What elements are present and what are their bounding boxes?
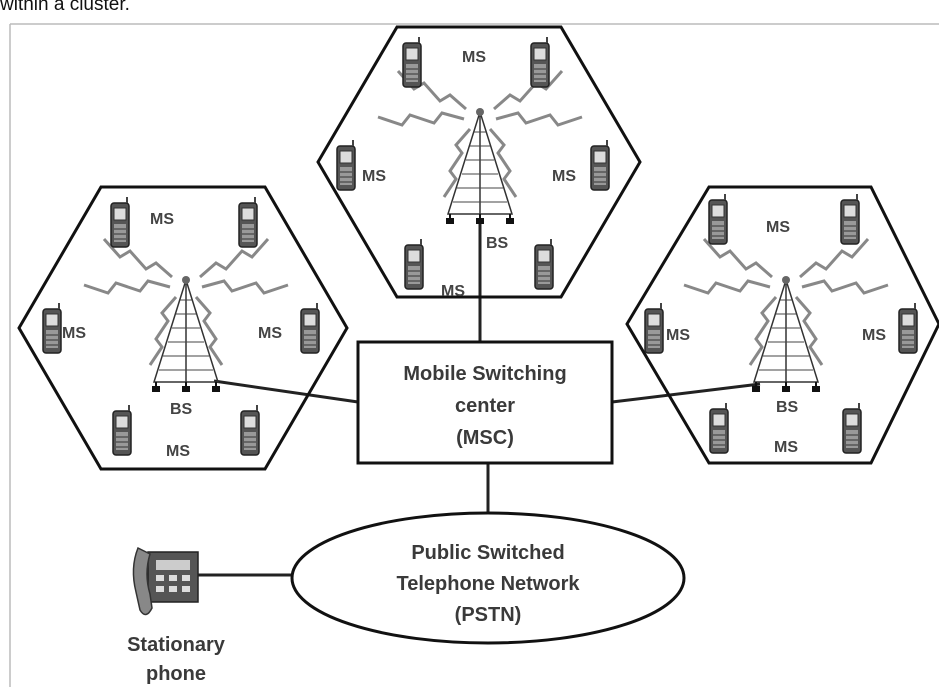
ms-label: MS [766, 219, 790, 236]
mobile-phone-icon [300, 302, 320, 354]
msc-label-line1: Mobile Switching [403, 363, 566, 385]
ms-label: MS [552, 168, 576, 185]
stationary-phone-label-line1: Stationary [127, 634, 226, 656]
ms-label: MS [441, 283, 465, 300]
mobile-phone-icon [530, 36, 550, 88]
tower-icon [151, 275, 221, 393]
stationary-phone: Stationary phone [127, 546, 226, 685]
mobile-phone-icon [112, 404, 132, 456]
left-bs-msc-link [213, 379, 359, 404]
hexagon-cell-center [316, 25, 642, 299]
bs-label: BS [776, 399, 799, 416]
ms-label: MS [362, 168, 386, 185]
mobile-phone-icon [42, 302, 62, 354]
mobile-phone-icon [402, 36, 422, 88]
mobile-phone-icon [708, 193, 728, 245]
ms-label: MS [462, 49, 486, 66]
ms-label: MS [862, 327, 886, 344]
ms-label: MS [258, 325, 282, 342]
ms-label: MS [166, 443, 190, 460]
msc-label-line2: center [455, 395, 515, 417]
bs-label: BS [170, 401, 193, 418]
mobile-phone-icon [240, 404, 260, 456]
hexagon-cell-right [625, 185, 939, 465]
mobile-phone-icon [534, 238, 554, 290]
msc-label-line3: (MSC) [456, 427, 514, 449]
tower-icon [751, 275, 821, 393]
stationary-phone-label-line2: phone [146, 663, 206, 685]
mobile-phone-icon [590, 139, 610, 191]
pstn-node: Public Switched Telephone Network (PSTN) [290, 511, 686, 645]
mobile-phone-icon [110, 196, 130, 248]
mobile-phone-icon [644, 302, 664, 354]
pstn-label-line1: Public Switched [411, 542, 564, 564]
mobile-phone-icon [709, 402, 729, 454]
caption: within a cluster. [0, 0, 130, 15]
pstn-label-line3: (PSTN) [455, 604, 522, 626]
cell-left: MS MS MS MS BS [17, 185, 349, 471]
bs-label: BS [486, 235, 509, 252]
cell-right: MS MS MS MS BS [625, 185, 939, 465]
ms-label: MS [774, 439, 798, 456]
pstn-label-line2: Telephone Network [397, 573, 581, 595]
cell-center: MS MS MS MS BS [316, 25, 642, 300]
desk-phone-icon [132, 546, 199, 616]
tower-icon [445, 107, 515, 225]
right-bs-msc-link [611, 382, 761, 404]
mobile-phone-icon [840, 193, 860, 245]
ms-label: MS [62, 325, 86, 342]
pstn-ellipse [290, 511, 686, 645]
mobile-phone-icon [238, 196, 258, 248]
ms-label: MS [666, 327, 690, 344]
hexagon-cell-left [17, 185, 349, 471]
msc-box [356, 340, 614, 465]
msc-node: Mobile Switching center (MSC) [356, 340, 614, 465]
mobile-phone-icon [842, 402, 862, 454]
mobile-phone-icon [336, 139, 356, 191]
ms-label: MS [150, 211, 174, 228]
mobile-phone-icon [898, 302, 918, 354]
mobile-phone-icon [404, 238, 424, 290]
